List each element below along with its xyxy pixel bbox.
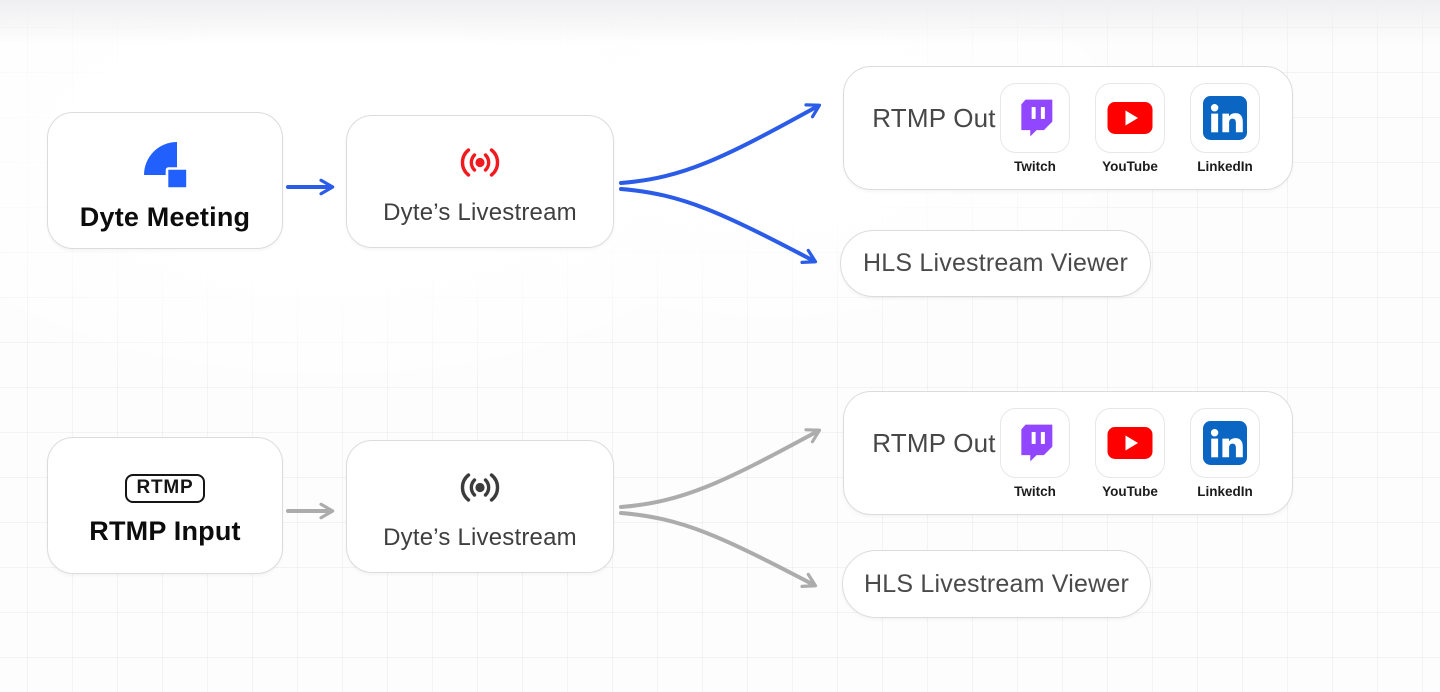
node-title: HLS Livestream Viewer: [863, 249, 1128, 277]
platform-label: LinkedIn: [1197, 484, 1253, 499]
platform-youtube: YouTube: [1095, 408, 1165, 499]
platform-label: YouTube: [1102, 484, 1158, 499]
platform-label: Twitch: [1014, 159, 1056, 174]
node-rtmp-out-top: RTMP Out Twitch YouTube: [843, 66, 1293, 190]
rtmp-out-title: RTMP Out: [872, 102, 996, 133]
platform-linkedin: LinkedIn: [1190, 408, 1260, 499]
broadcast-icon: [451, 470, 509, 511]
node-title: Dyte’s Livestream: [383, 524, 577, 551]
node-rtmp-input: RTMP RTMP Input: [47, 437, 283, 574]
node-title: HLS Livestream Viewer: [864, 569, 1129, 598]
platform-youtube: YouTube: [1095, 83, 1165, 174]
twitch-icon: [1000, 83, 1070, 153]
arrow-livestream-to-rtmpout-top: [619, 103, 822, 185]
dyte-logo-icon: [143, 141, 188, 189]
linkedin-icon: [1190, 83, 1260, 153]
node-dyte-meeting: Dyte Meeting: [47, 112, 283, 249]
arrow-livestream-to-hls-bottom: [619, 511, 818, 588]
node-title: Dyte Meeting: [79, 202, 251, 232]
node-hls-viewer-bottom: HLS Livestream Viewer: [842, 550, 1151, 618]
platform-twitch: Twitch: [1000, 408, 1070, 499]
platform-label: Twitch: [1014, 484, 1056, 499]
platform-label: YouTube: [1102, 159, 1158, 174]
node-title: Dyte’s Livestream: [383, 199, 577, 226]
arrow-livestream-to-hls-top: [619, 187, 818, 264]
platform-twitch: Twitch: [1000, 83, 1070, 174]
node-rtmp-out-bottom: RTMP Out Twitch YouTube: [843, 391, 1293, 515]
linkedin-icon: [1190, 408, 1260, 478]
rtmp-badge: RTMP: [125, 474, 205, 503]
youtube-icon: [1095, 83, 1165, 153]
node-hls-viewer-top: HLS Livestream Viewer: [840, 230, 1151, 297]
node-dytes-livestream-top: Dyte’s Livestream: [346, 115, 614, 248]
node-title: RTMP Input: [89, 516, 241, 546]
rtmp-out-title: RTMP Out: [872, 427, 996, 458]
platform-label: LinkedIn: [1197, 159, 1253, 174]
platform-linkedin: LinkedIn: [1190, 83, 1260, 174]
twitch-icon: [1000, 408, 1070, 478]
node-dytes-livestream-bottom: Dyte’s Livestream: [346, 440, 614, 573]
broadcast-icon: [451, 145, 509, 186]
arrow-livestream-to-rtmpout-bottom: [619, 428, 822, 509]
youtube-icon: [1095, 408, 1165, 478]
